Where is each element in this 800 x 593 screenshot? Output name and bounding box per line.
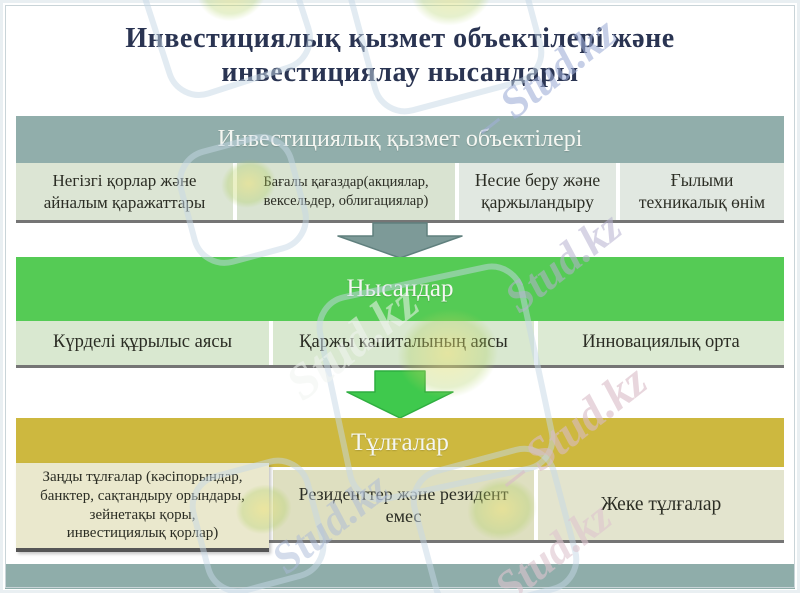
forms-cell-label: Қаржы капиталының аясы (299, 332, 508, 353)
forms-header-band: Нысандар (16, 257, 784, 321)
slide-title: Инвестициялық қызмет объектілері және ин… (125, 23, 675, 88)
forms-cell: Қаржы капиталының аясы (273, 321, 534, 365)
row-shadow-line (16, 365, 784, 368)
objects-cell-label: Несие беру және қаржыландыру (474, 169, 601, 212)
persons-cell: Жеке тұлғалар (538, 470, 784, 540)
persons-header-label: Тұлғалар (351, 428, 449, 456)
persons-header-band: Тұлғалар (16, 418, 784, 467)
objects-header-label: Инвестициялық қызмет объектілері (217, 126, 583, 152)
forms-cell: Инновациялық орта (538, 321, 784, 365)
objects-cell-label: Ғылыми техникалық өнім (638, 169, 766, 212)
objects-cell: Несие беру және қаржыландыру (459, 163, 616, 220)
persons-cell-label: Резиденттер және резидент емес (298, 483, 509, 527)
objects-cell: Бағалы қағаздар(акциялар, вексельдер, об… (237, 163, 455, 220)
footer-bar (5, 564, 795, 589)
persons-cell-label: Жеке тұлғалар (600, 493, 722, 515)
row-shadow-line (16, 220, 784, 223)
down-arrow-green-icon (346, 370, 454, 419)
objects-header-band: Инвестициялық қызмет объектілері (16, 116, 784, 163)
objects-cell-label: Негізгі қорлар және айналым қаражаттары (43, 171, 206, 212)
row-shadow-line (20, 540, 784, 543)
persons-cell: Резиденттер және резидент емес (273, 470, 534, 540)
persons-cell-label: Заңды тұлғалар (кәсіпорындар, банктер, с… (40, 469, 245, 542)
objects-cell: Ғылыми техникалық өнім (620, 163, 784, 220)
objects-cell: Негізгі қорлар және айналым қаражаттары (16, 163, 233, 220)
forms-cell-label: Күрделі құрылыс аясы (53, 332, 232, 353)
forms-cell-label: Инновациялық орта (582, 332, 740, 353)
forms-cell: Күрделі құрылыс аясы (16, 321, 269, 365)
objects-cell-label: Бағалы қағаздар(акциялар, вексельдер, об… (263, 174, 429, 209)
forms-header-label: Нысандар (346, 275, 454, 302)
down-arrow-teal-icon (337, 222, 463, 259)
persons-cell: Заңды тұлғалар (кәсіпорындар, банктер, с… (16, 463, 269, 552)
